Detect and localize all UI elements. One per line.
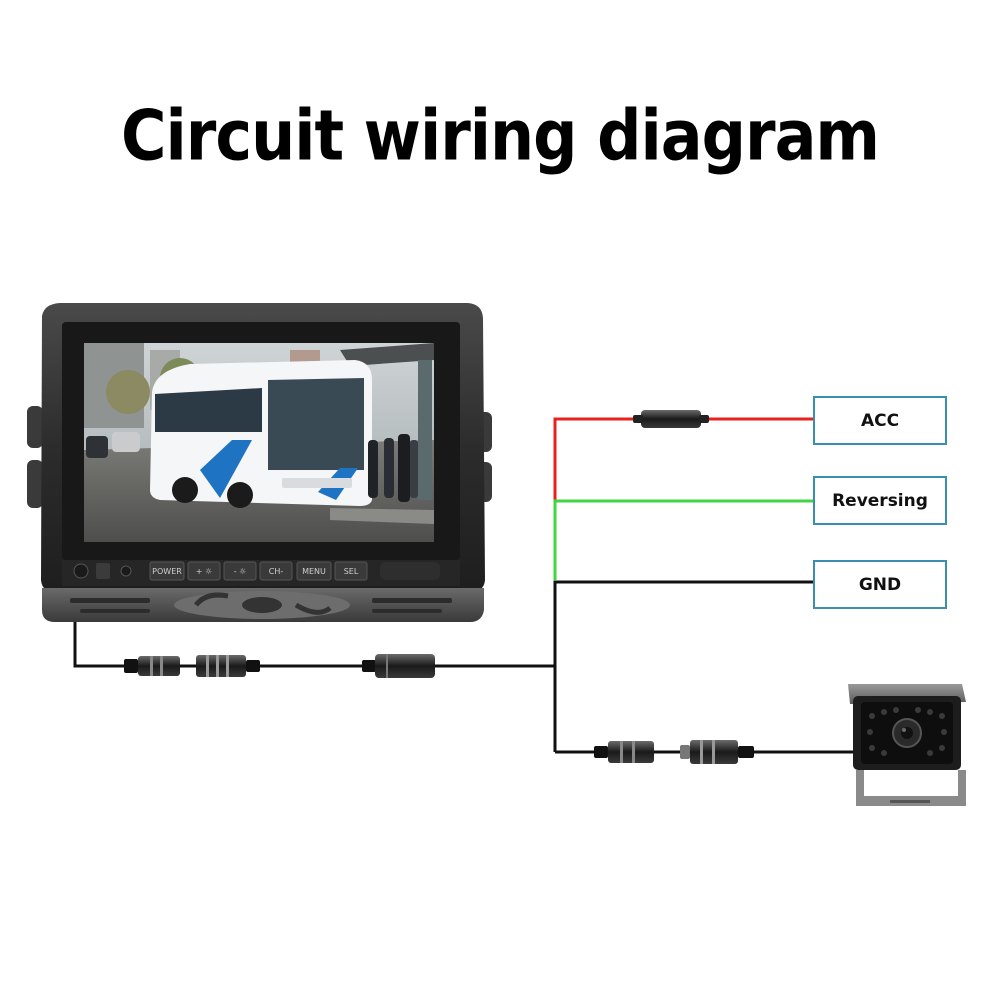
monitor-icon: POWER + ☼ - ☼ CH- MENU SEL (27, 303, 492, 622)
monitor-button-brightness-down: - ☼ (223, 561, 257, 581)
svg-text:+ ☼: + ☼ (196, 567, 212, 576)
svg-text:MENU: MENU (302, 567, 326, 576)
monitor-button-brightness-up: + ☼ (187, 561, 221, 581)
reversing-label: Reversing (813, 476, 947, 525)
monitor-connector-female-icon (124, 656, 180, 676)
screen-image (84, 343, 434, 542)
acc-label: ACC (813, 396, 947, 445)
gnd-wire (553, 580, 813, 752)
svg-text:- ☼: - ☼ (234, 567, 247, 576)
monitor-connector-male-icon (196, 655, 260, 677)
ir-led-ring (867, 707, 947, 756)
gnd-label: GND (813, 560, 947, 609)
camera-connector-male-icon (680, 740, 754, 764)
page-title: Circuit wiring diagram (120, 94, 880, 177)
wires (73, 417, 855, 754)
people-icon (368, 434, 418, 502)
monitor-button-select: SEL (334, 561, 368, 581)
monitor-button-power: POWER (149, 561, 185, 581)
reversing-wire (553, 499, 813, 580)
svg-text:POWER: POWER (152, 567, 182, 576)
monitor-button-menu: MENU (296, 561, 332, 581)
camera-connector-female-icon (594, 741, 654, 763)
acc-wire (553, 417, 813, 500)
svg-text:SEL: SEL (344, 567, 359, 576)
svg-text:CH-: CH- (269, 567, 284, 576)
harness-splitter-icon (362, 654, 435, 678)
monitor-button-channel: CH- (259, 561, 293, 581)
backup-camera-icon (848, 684, 966, 806)
bus-icon (150, 360, 372, 508)
fuse-holder-icon (633, 410, 709, 428)
